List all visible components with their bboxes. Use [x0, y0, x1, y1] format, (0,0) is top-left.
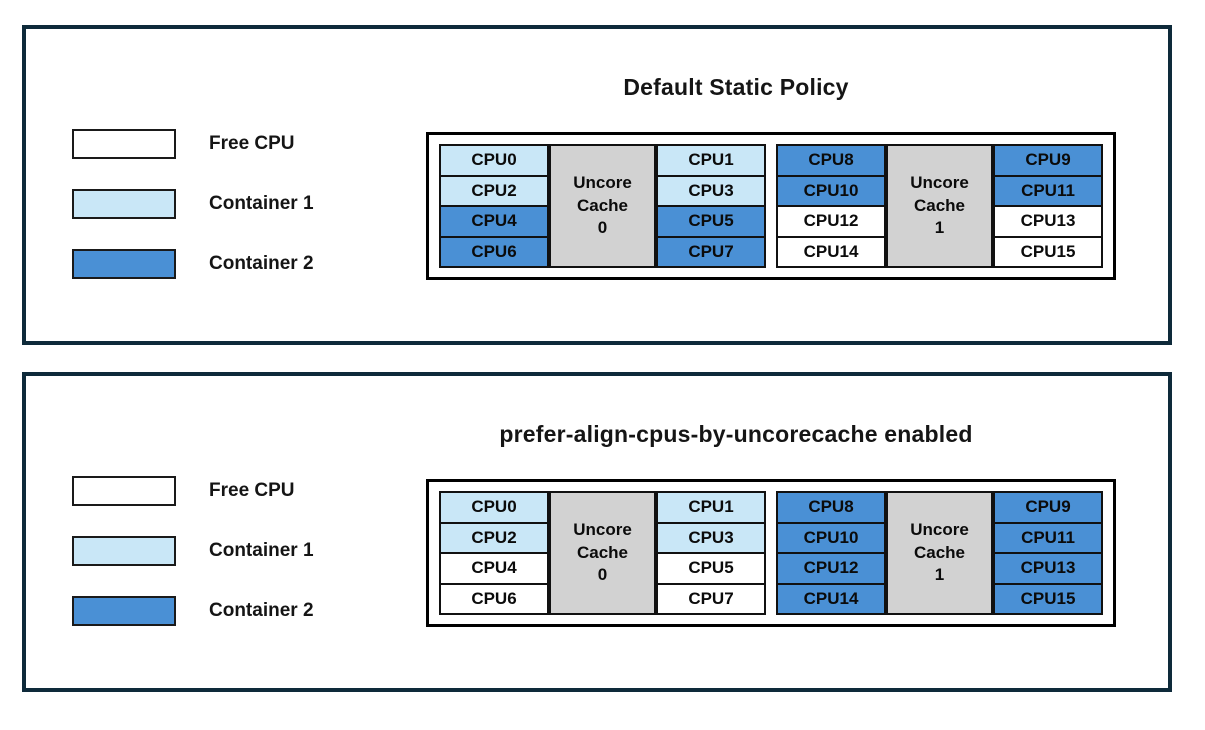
legend-swatch-container2	[72, 249, 176, 279]
cpu-cell: CPU5	[657, 553, 765, 584]
legend-item: Container 2	[72, 596, 314, 626]
cpu-cell: CPU0	[440, 145, 548, 176]
cpu-cell: CPU9	[994, 492, 1102, 523]
cpu-cell: CPU8	[777, 492, 885, 523]
uncore-cache-label-line: 0	[597, 565, 608, 585]
uncore-cache-label-line: 1	[934, 565, 945, 585]
uncore-cache-label-line: Uncore	[910, 519, 969, 539]
legend-label: Container 1	[209, 540, 314, 561]
cpu-cell: CPU4	[440, 206, 548, 237]
cpu-cell: CPU15	[994, 583, 1102, 614]
legend-item: Free CPU	[72, 129, 314, 159]
uncore-cache-label-line: Cache	[576, 195, 629, 215]
cpu-cell: CPU5	[657, 206, 765, 237]
uncore-cache-label-line: Cache	[913, 195, 966, 215]
legend-label: Container 2	[209, 600, 314, 621]
legend-item: Container 1	[72, 189, 314, 219]
cpu-cell: CPU7	[657, 583, 765, 614]
legend-item: Free CPU	[72, 476, 314, 506]
cpu-cell: CPU7	[657, 236, 765, 267]
panel-title: Default Static Policy	[623, 74, 849, 100]
legend-swatch-free	[72, 129, 176, 159]
panel-default-static-policy: Default Static Policy Free CPU Container…	[22, 25, 1172, 345]
cpu-cell: CPU3	[657, 522, 765, 553]
cpu-cell: CPU12	[777, 206, 885, 237]
cpu-cell: CPU6	[440, 583, 548, 614]
cpu-cell: CPU2	[440, 175, 548, 206]
cpu-cell: CPU1	[657, 492, 765, 523]
legend: Free CPU Container 1 Container 2	[72, 476, 314, 656]
legend-swatch-container1	[72, 189, 176, 219]
cpu-cell: CPU9	[994, 145, 1102, 176]
cpu-cell: CPU13	[994, 553, 1102, 584]
cpu-cell: CPU10	[777, 175, 885, 206]
cpu-cell: CPU15	[994, 236, 1102, 267]
cpu-cell: CPU6	[440, 236, 548, 267]
panel-uncorecache-enabled: prefer-align-cpus-by-uncorecache enabled…	[22, 372, 1172, 692]
cpu-cell: CPU11	[994, 522, 1102, 553]
cpu-cell: CPU10	[777, 522, 885, 553]
panel-title: prefer-align-cpus-by-uncorecache enabled	[499, 421, 973, 447]
cpu-cell: CPU11	[994, 175, 1102, 206]
cpu-cell: CPU1	[657, 145, 765, 176]
cpu-cell: CPU14	[777, 236, 885, 267]
cpu-cell: CPU13	[994, 206, 1102, 237]
uncore-cache-label-line: Uncore	[573, 519, 632, 539]
uncore-cache-label-line: 1	[934, 218, 945, 238]
legend-swatch-container2	[72, 596, 176, 626]
legend-item: Container 1	[72, 536, 314, 566]
legend-swatch-container1	[72, 536, 176, 566]
legend-label: Container 1	[209, 193, 314, 214]
cpu-cell: CPU0	[440, 492, 548, 523]
cpu-cell: CPU12	[777, 553, 885, 584]
cpu-cell: CPU4	[440, 553, 548, 584]
legend-item: Container 2	[72, 249, 314, 279]
uncore-cache-label-line: Cache	[913, 542, 966, 562]
cpu-cell: CPU14	[777, 583, 885, 614]
legend: Free CPU Container 1 Container 2	[72, 129, 314, 309]
cpu-cell: CPU8	[777, 145, 885, 176]
uncore-cache-label-line: Uncore	[573, 172, 632, 192]
cpu-cell: CPU2	[440, 522, 548, 553]
legend-label: Free CPU	[209, 480, 295, 501]
uncore-cache-label-line: 0	[597, 218, 608, 238]
legend-label: Container 2	[209, 253, 314, 274]
legend-swatch-free	[72, 476, 176, 506]
legend-label: Free CPU	[209, 133, 295, 154]
uncore-cache-label-line: Uncore	[910, 172, 969, 192]
cpu-cell: CPU3	[657, 175, 765, 206]
uncore-cache-label-line: Cache	[576, 542, 629, 562]
